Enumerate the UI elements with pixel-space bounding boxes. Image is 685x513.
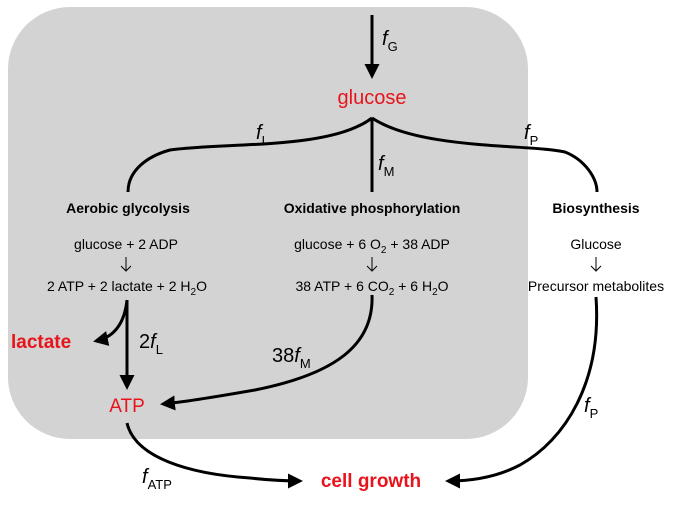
glycolysis-reaction-arrow bbox=[120, 257, 132, 272]
flux-label-fATP: fATP bbox=[142, 466, 172, 492]
lactate-node: lactate bbox=[11, 332, 71, 353]
flux-label-fG: fG bbox=[382, 28, 398, 54]
aerobic-glycolysis-title: Aerobic glycolysis bbox=[66, 200, 190, 216]
flux-label-2fL: 2fL bbox=[139, 331, 163, 357]
flux-label-fM: fM bbox=[378, 153, 394, 179]
flux-label-fP-bottom: fP bbox=[584, 395, 598, 421]
cell-region-box bbox=[8, 7, 528, 439]
flux-label-fP-top: fP bbox=[524, 122, 538, 148]
glucose-node: glucose bbox=[338, 87, 407, 109]
biosynthesis-reaction-arrow bbox=[590, 257, 602, 272]
oxphos-reactants: glucose + 6 O2 + 38 ADP bbox=[294, 236, 450, 256]
branch-to-glycolysis bbox=[126, 116, 373, 193]
cell-growth-node: cell growth bbox=[321, 471, 421, 492]
flux-label-38fM: 38fM bbox=[272, 345, 311, 371]
biosynthesis-reactants: Glucose bbox=[570, 236, 622, 252]
oxidative-phosphorylation-title: Oxidative phosphorylation bbox=[284, 200, 461, 216]
arrow-atp-to-growth bbox=[125, 422, 303, 489]
atp-node: ATP bbox=[109, 396, 145, 417]
branch-to-biosynthesis bbox=[371, 116, 599, 193]
glycolysis-products: 2 ATP + 2 lactate + 2 H2O bbox=[47, 278, 207, 298]
biosynthesis-products: Precursor metabolites bbox=[528, 278, 664, 294]
oxphos-reaction-arrow bbox=[366, 257, 378, 272]
arrow-oxphos-to-atp bbox=[160, 294, 374, 411]
oxphos-products: 38 ATP + 6 CO2 + 6 H2O bbox=[295, 278, 448, 298]
glycolysis-reactants: glucose + 2 ADP bbox=[74, 236, 178, 252]
arrow-biosynthesis-to-growth bbox=[445, 296, 599, 489]
biosynthesis-title: Biosynthesis bbox=[552, 200, 639, 216]
flux-label-fL: fL bbox=[256, 122, 269, 148]
